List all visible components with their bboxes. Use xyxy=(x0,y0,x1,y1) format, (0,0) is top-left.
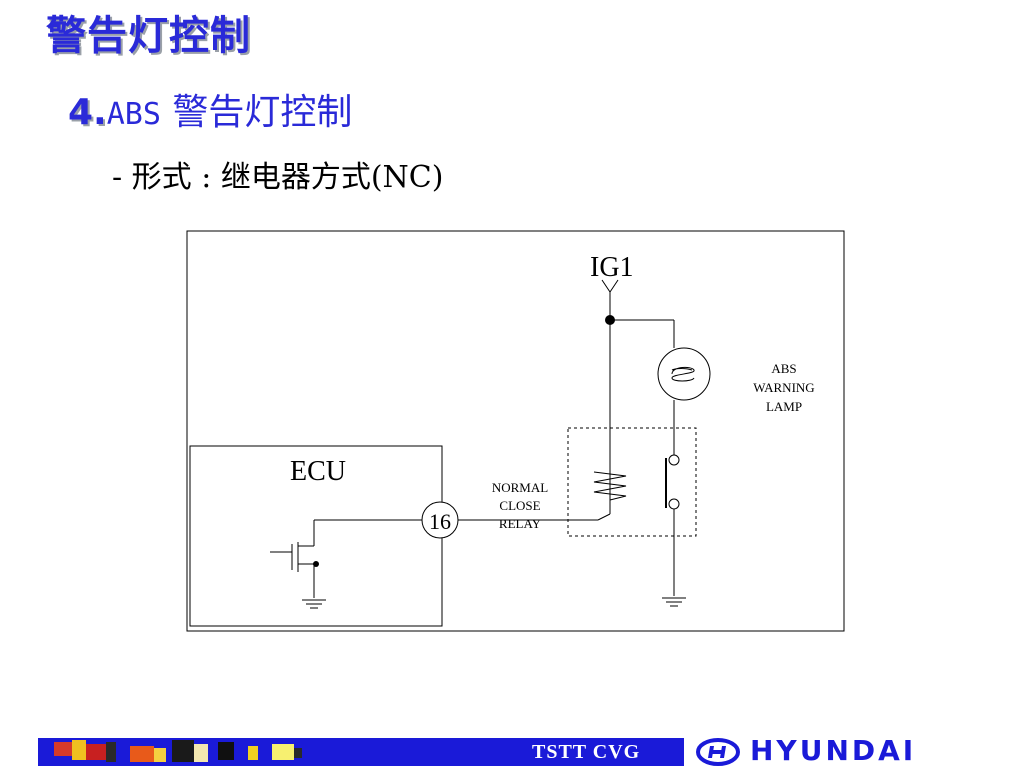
relay-contact-bottom xyxy=(668,498,680,510)
relay-label-3: RELAY xyxy=(499,516,542,531)
lamp-label-3: LAMP xyxy=(766,399,802,414)
relay-contact-top xyxy=(668,454,680,466)
section-number: 4. xyxy=(68,92,107,133)
footer-brand: HYUNDAI xyxy=(750,734,917,767)
section-text: 警告灯控制 xyxy=(160,92,353,133)
lamp-label-2: WARNING xyxy=(753,380,814,395)
ig1-label: IG1 xyxy=(590,252,634,283)
footer-tag: TSTT CVG xyxy=(532,741,641,763)
relay-coil-icon xyxy=(593,471,627,501)
section-heading: 4.ABS 警告灯控制 xyxy=(68,88,352,140)
transistor-icon xyxy=(270,540,315,598)
slide-title: 警告灯控制 xyxy=(46,13,251,59)
ecu-label: ECU xyxy=(290,456,346,487)
lamp-icon xyxy=(657,347,711,401)
pin-16-label: 16 xyxy=(429,509,451,534)
relay-label-2: CLOSE xyxy=(499,498,540,513)
relay-label-1: NORMAL xyxy=(492,480,548,495)
lamp-label-1: ABS xyxy=(771,361,796,376)
bullet-type: - 形式 : 继电器方式(NC) xyxy=(112,160,444,195)
diagram-frame xyxy=(186,230,845,632)
section-abs: ABS xyxy=(106,97,161,132)
footer: TSTT CVG HYUNDAI xyxy=(38,734,990,767)
ground-icon-left xyxy=(302,599,326,609)
footer-decoration xyxy=(54,740,302,762)
ground-icon-right xyxy=(662,597,686,607)
circuit-diagram: ECU IG1 ABS WARNING LAMP NORMAL CLOSE RE… xyxy=(186,230,845,632)
transistor-junction-dot xyxy=(313,561,319,567)
relay-box xyxy=(567,427,697,537)
hyundai-logo-icon xyxy=(696,738,740,766)
